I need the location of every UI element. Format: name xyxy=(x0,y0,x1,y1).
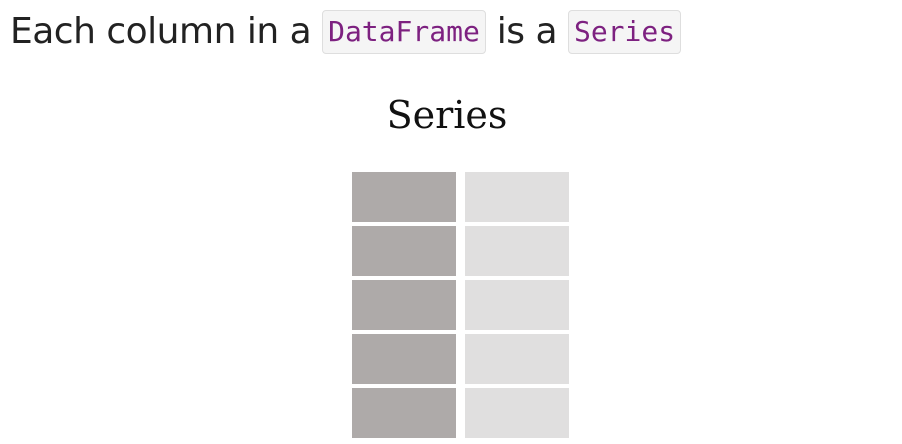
dataframe-code: DataFrame xyxy=(322,10,486,54)
heading-prefix: Each column in a xyxy=(10,11,323,52)
value-cell-1 xyxy=(465,172,569,222)
series-diagram-title: Series xyxy=(387,93,508,137)
series-code: Series xyxy=(567,10,682,54)
value-cell-4 xyxy=(465,334,569,384)
heading-middle: is a xyxy=(485,11,568,52)
value-cell-3 xyxy=(465,280,569,330)
index-cell-2 xyxy=(352,226,456,276)
series-cells xyxy=(352,172,569,438)
value-cell-2 xyxy=(465,226,569,276)
index-cell-1 xyxy=(352,172,456,222)
index-cell-3 xyxy=(352,280,456,330)
index-cell-4 xyxy=(352,334,456,384)
value-cell-5 xyxy=(465,388,569,438)
page-heading: Each column in a DataFrame is a Series xyxy=(10,8,682,56)
index-cell-5 xyxy=(352,388,456,438)
